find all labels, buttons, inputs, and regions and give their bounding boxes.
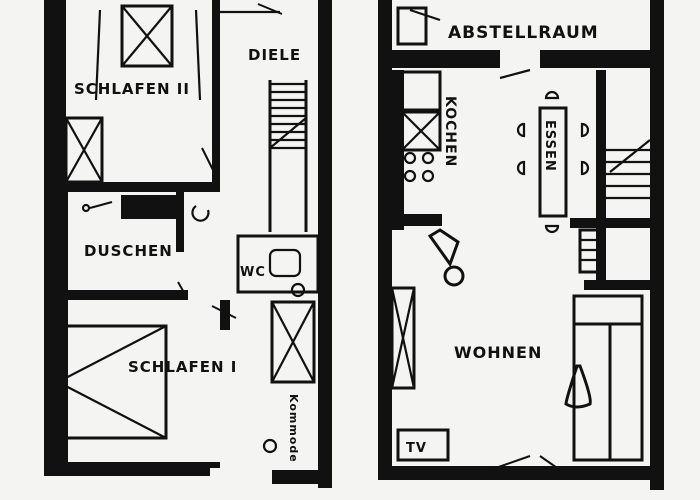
room-label-essen: ESSEN [542, 120, 557, 172]
room-label-duschen: DUSCHEN [84, 242, 173, 260]
bed-schlafen-i [56, 324, 168, 440]
room-label-kochen: KOCHEN [442, 96, 458, 167]
room-label-wohnen: WOHNEN [454, 343, 542, 362]
left-floor-plan [44, 0, 332, 488]
room-label-tv: TV [406, 441, 427, 456]
dining-table [516, 90, 590, 234]
room-label-diele: DIELE [248, 46, 301, 64]
room-label-abstellraum: ABSTELLRAUM [448, 23, 599, 43]
room-label-wc: WC [240, 265, 266, 280]
room-label-kommode: Kommode [287, 394, 300, 463]
right-floor-plan [378, 0, 664, 490]
room-label-schlafen-ii: SCHLAFEN II [74, 80, 190, 98]
bed-schlafen-ii [94, 4, 202, 101]
room-label-schlafen-i: SCHLAFEN I [128, 358, 237, 376]
diele-stair [268, 80, 308, 232]
sofa [572, 294, 644, 462]
right-stair [570, 70, 651, 290]
